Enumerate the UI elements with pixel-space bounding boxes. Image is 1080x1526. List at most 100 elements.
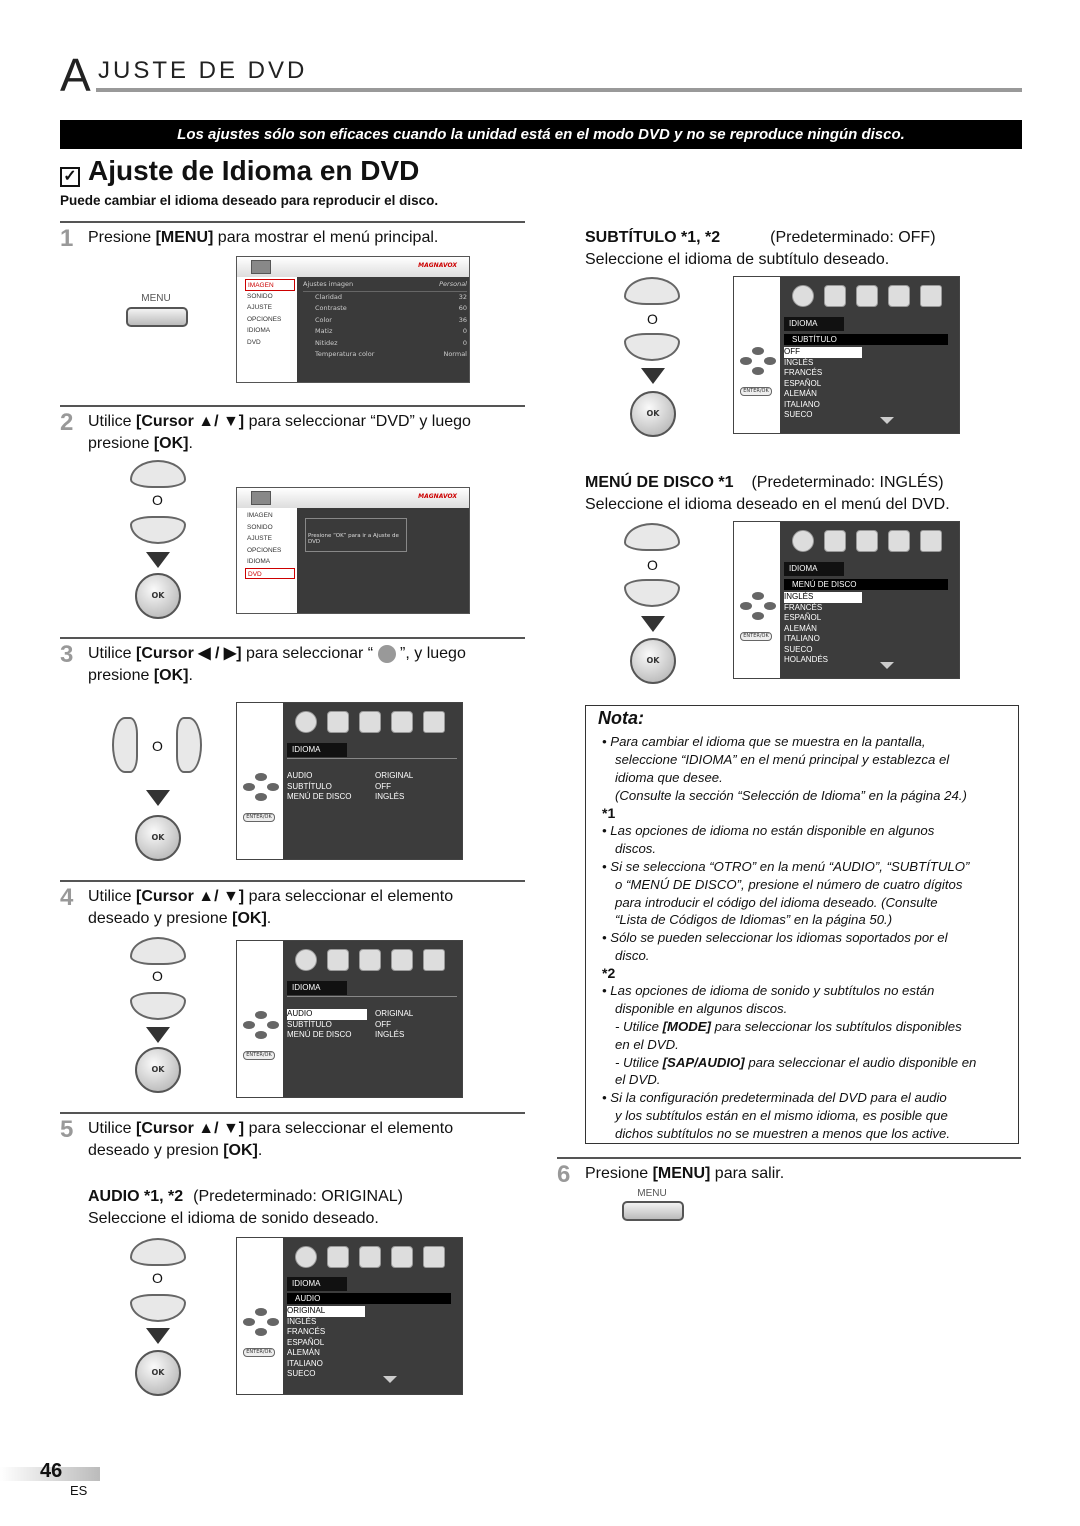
menu-button[interactable]: [622, 1201, 684, 1221]
tv-item-idioma[interactable]: IDIOMA: [247, 327, 271, 334]
nota-line: • Sólo se pueden seleccionar los idiomas…: [602, 930, 948, 945]
subtitulo-header: SUBTÍTULO: [784, 334, 948, 345]
tv-item-imagen[interactable]: IMAGEN: [245, 279, 295, 291]
tv-item-ajuste[interactable]: AJUSTE: [247, 304, 272, 311]
row-audio[interactable]: AUDIO: [287, 771, 313, 780]
disc-menu-option[interactable]: HOLANDÉS: [784, 655, 829, 664]
lock-icon: [359, 1246, 381, 1268]
audio-option[interactable]: SUECO: [287, 1369, 316, 1378]
cursor-down-button[interactable]: [130, 992, 186, 1020]
ok-button[interactable]: OK: [630, 391, 676, 437]
nota-box: [585, 705, 1019, 1144]
cursor-up-button[interactable]: [130, 460, 186, 488]
audio-option[interactable]: ESPAÑOL: [287, 1337, 325, 1347]
cursor-down-button[interactable]: [624, 579, 680, 607]
tab-idioma[interactable]: IDIOMA: [784, 562, 844, 576]
row-subtitulo[interactable]: SUBTÍTULO: [287, 1019, 332, 1029]
scroll-down-icon[interactable]: [880, 662, 894, 669]
audio-icon: [327, 711, 349, 733]
pic-row-value: Normal: [443, 350, 467, 358]
language-icon: [295, 711, 317, 733]
tv-item-sonido[interactable]: SONIDO: [247, 292, 273, 300]
cursor-down-button[interactable]: [130, 516, 186, 544]
pic-row-value: Personal: [439, 280, 467, 288]
header-title: JUSTE DE DVD: [98, 57, 308, 84]
tv-item-imagen[interactable]: IMAGEN: [247, 512, 273, 519]
tv-item-sonido[interactable]: SONIDO: [247, 523, 273, 531]
nota-title: Nota:: [598, 708, 644, 728]
subtitle-option[interactable]: FRANCÉS: [784, 368, 823, 377]
audio-icon: [824, 530, 846, 552]
disc-menu-option[interactable]: FRANCÉS: [784, 602, 823, 612]
tab-idioma[interactable]: IDIOMA: [287, 981, 347, 995]
row-audio-value: ORIGINAL: [375, 771, 414, 780]
ok-button[interactable]: OK: [135, 1350, 181, 1396]
cursor-up-button[interactable]: [624, 523, 680, 551]
tv-item-opciones[interactable]: OPCIONES: [247, 546, 282, 554]
tv-item-idioma[interactable]: IDIOMA: [247, 558, 271, 565]
subtitle-option[interactable]: OFF: [784, 347, 862, 358]
nota-line: • Si la configuración predeterminada del…: [602, 1090, 947, 1105]
cursor-up-button[interactable]: [130, 937, 186, 965]
subtitle-option[interactable]: ITALIANO: [784, 399, 820, 409]
audio-option[interactable]: ORIGINAL: [287, 1306, 365, 1317]
tab-idioma[interactable]: IDIOMA: [784, 317, 844, 331]
disc-menu-option[interactable]: ALEMÁN: [784, 623, 817, 633]
step-number: 6: [557, 1161, 571, 1188]
row-menu-disco-value: INGLÉS: [375, 792, 405, 801]
o-label: O: [647, 557, 658, 573]
lock-icon: [359, 949, 381, 971]
disc-menu-option[interactable]: ITALIANO: [784, 634, 820, 643]
ok-button[interactable]: OK: [135, 1047, 181, 1093]
tv-item-opciones[interactable]: OPCIONES: [247, 315, 282, 323]
tv-item-ajuste[interactable]: AJUSTE: [247, 535, 272, 542]
row-menu-disco[interactable]: MENÚ DE DISCO: [287, 1030, 352, 1039]
section-subtitle: Puede cambiar el idioma deseado para rep…: [60, 193, 439, 208]
pic-row-label: Temperatura color: [315, 350, 375, 358]
menu-button[interactable]: [126, 307, 188, 327]
scroll-down-icon[interactable]: [383, 1376, 397, 1383]
tab-idioma[interactable]: IDIOMA: [287, 1277, 347, 1291]
language-code: ES: [70, 1483, 88, 1498]
nota-line: • Si se selecciona “OTRO” en la menú “AU…: [602, 859, 970, 874]
section-title: ✓Ajuste de Idioma en DVD: [60, 155, 419, 187]
ok-button[interactable]: OK: [630, 638, 676, 684]
disc-menu-option[interactable]: ESPAÑOL: [784, 613, 822, 622]
cursor-down-button[interactable]: [624, 333, 680, 361]
cursor-right-button[interactable]: [176, 717, 202, 773]
cursor-up-button[interactable]: [130, 1238, 186, 1266]
subtitle-option[interactable]: ESPAÑOL: [784, 378, 822, 388]
row-menu-disco[interactable]: MENÚ DE DISCO: [287, 792, 352, 801]
subtitle-option[interactable]: INGLÉS: [784, 357, 814, 367]
tv-item-dvd[interactable]: DVD: [245, 567, 295, 579]
enter-ok-icon: ENTER/OK: [243, 1051, 275, 1060]
subtitulo-heading: SUBTÍTULO *1, *2(Predeterminado: OFF)Sel…: [585, 229, 936, 268]
ok-button[interactable]: OK: [135, 815, 181, 861]
step-number: 4: [60, 884, 74, 911]
header-rule: [96, 88, 1022, 92]
audio-option[interactable]: FRANCÉS: [287, 1327, 326, 1336]
display-icon: [920, 530, 942, 552]
tab-idioma[interactable]: IDIOMA: [287, 743, 347, 757]
disc-menu-option[interactable]: INGLÉS: [784, 592, 862, 603]
audio-option[interactable]: INGLÉS: [287, 1316, 317, 1326]
arrow-down-icon: [146, 552, 170, 568]
tv-item-dvd[interactable]: DVD: [247, 338, 261, 346]
audio-option[interactable]: ALEMÁN: [287, 1348, 320, 1357]
row-subtitulo[interactable]: SUBTÍTULO: [287, 781, 332, 791]
audio-option[interactable]: ITALIANO: [287, 1358, 323, 1368]
row-audio[interactable]: AUDIO: [287, 1009, 367, 1020]
subtitle-option[interactable]: SUECO: [784, 410, 813, 419]
ok-button[interactable]: OK: [135, 573, 181, 619]
cursor-down-button[interactable]: [130, 1294, 186, 1322]
disc-menu-option[interactable]: SUECO: [784, 644, 813, 654]
cursor-left-button[interactable]: [112, 717, 138, 773]
cursor-up-button[interactable]: [624, 277, 680, 305]
menu-disco-header: MENÚ DE DISCO: [784, 579, 948, 590]
step-rule: [60, 221, 525, 223]
scroll-down-icon[interactable]: [880, 417, 894, 424]
step-3-text: Utilice [Cursor ◀ / ▶] para seleccionar …: [88, 644, 466, 684]
subtitle-option[interactable]: ALEMÁN: [784, 389, 817, 398]
nota-line: - Utilice [MODE] para seleccionar los su…: [615, 1019, 962, 1034]
